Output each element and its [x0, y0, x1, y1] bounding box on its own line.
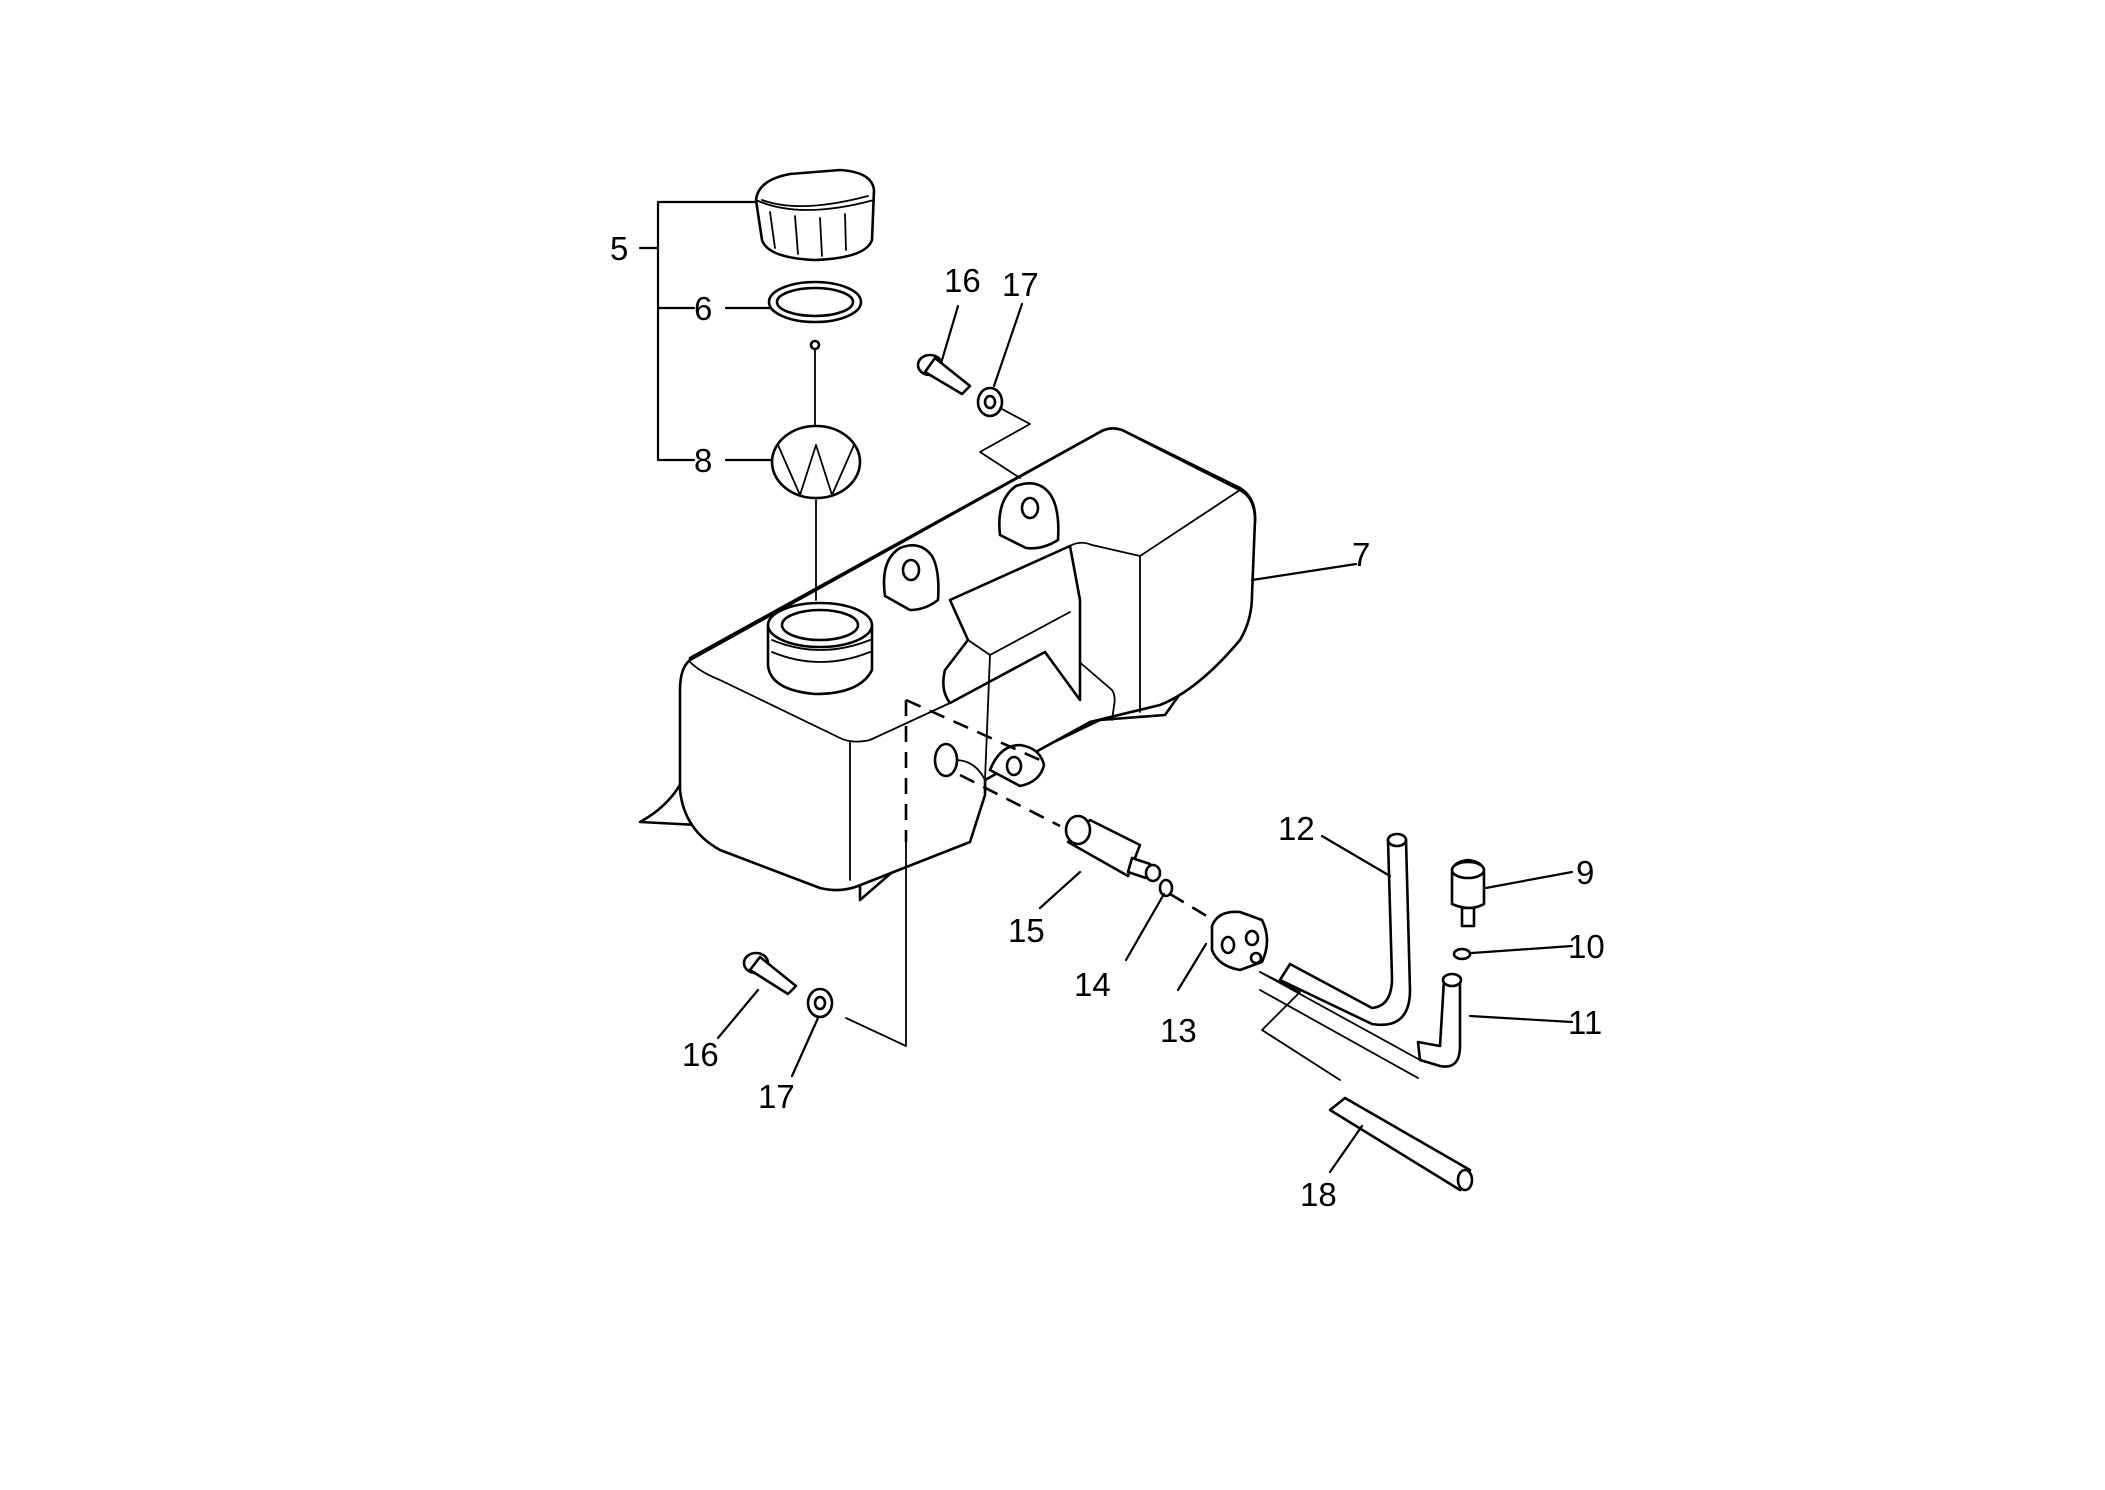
callout-16-bottom: 16: [682, 1036, 719, 1073]
screw-top: [916, 353, 972, 396]
seal-ring: [1452, 947, 1472, 961]
clip: [1158, 878, 1174, 898]
callout-18: 18: [1300, 1176, 1337, 1213]
callout-14: 14: [1074, 966, 1111, 1003]
callout-17-bottom: 17: [758, 1078, 795, 1115]
assembly-line-center: [959, 773, 1211, 920]
callout-13: 13: [1160, 1012, 1197, 1049]
fuel-strainer: [770, 339, 862, 601]
callout-17-top: 17: [1002, 266, 1039, 303]
callout-5: 5: [610, 230, 628, 267]
fuel-joint: [1064, 814, 1162, 883]
fuel-hose: [1328, 1096, 1474, 1192]
washer-top: [976, 386, 1004, 418]
callout-labels: 5 6 8 16 17 7 12 9 10 11 15 14 13 16 17 …: [610, 230, 1605, 1213]
callout-10: 10: [1568, 928, 1605, 965]
return-hose: [1278, 832, 1412, 1027]
callout-9: 9: [1576, 854, 1594, 891]
cap-gasket: [767, 280, 863, 324]
fuel-tank: [638, 427, 1257, 902]
callout-15: 15: [1008, 912, 1045, 949]
leader-lines: [638, 200, 1574, 1174]
washer-bottom: [806, 987, 834, 1019]
callout-8: 8: [694, 442, 712, 479]
assembly-line-left: [904, 698, 1041, 842]
assembly-line-top: [979, 407, 1031, 479]
grommet: [1210, 910, 1269, 972]
callout-7: 7: [1352, 536, 1370, 573]
callout-16-top: 16: [944, 262, 981, 299]
screw-bottom: [742, 951, 798, 996]
callout-6: 6: [694, 290, 712, 327]
vent-valve: [1450, 858, 1486, 928]
assembly-line-bottom: [845, 841, 907, 1047]
assembly-line-hose: [1259, 971, 1341, 1081]
fuel-cap: [754, 168, 876, 262]
callout-12: 12: [1278, 810, 1315, 847]
callout-11: 11: [1568, 1004, 1602, 1041]
